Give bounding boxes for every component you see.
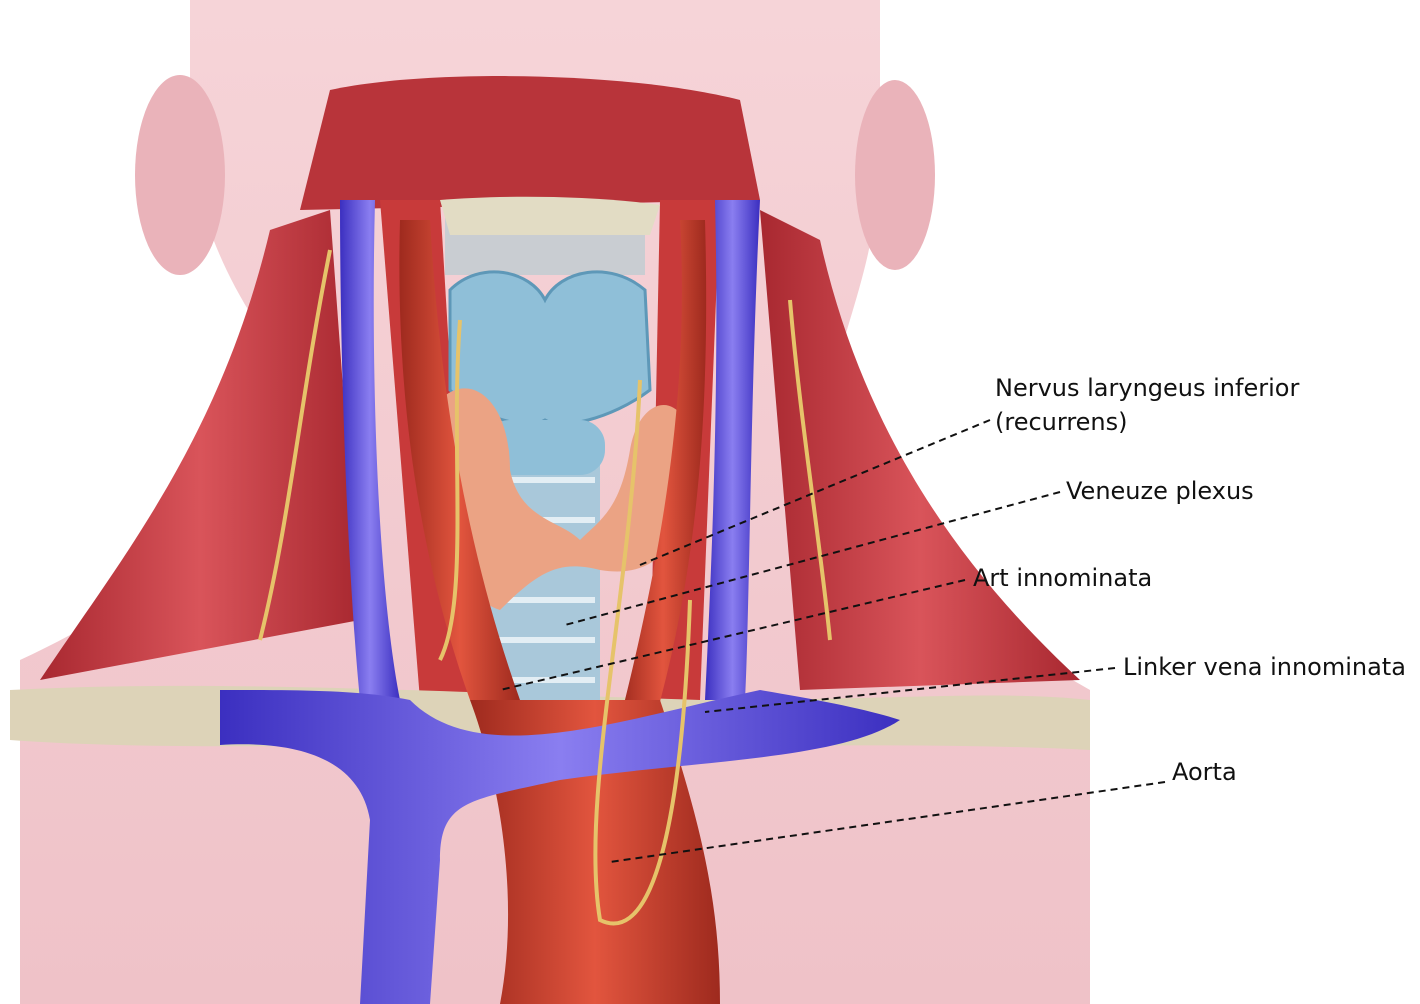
leader-lines: [499, 419, 1166, 863]
veins: [220, 200, 900, 1004]
label-art-innominata: Art innominata: [973, 564, 1153, 592]
right-ear: [855, 80, 935, 270]
thyroid: [438, 388, 690, 610]
leader-art-innominata: [499, 579, 966, 691]
label-nervus-line1: Nervus laryngeus inferior: [995, 374, 1300, 402]
label-veneuze-plexus: Veneuze plexus: [1066, 477, 1254, 505]
leader-aorta: [609, 781, 1166, 863]
leader-veneuze-plexus: [564, 491, 1061, 626]
label-aorta: Aorta: [1172, 758, 1237, 786]
leader-nervus: [639, 419, 991, 566]
label-nervus-laryngeus: Nervus laryngeus inferior (recurrens): [995, 372, 1299, 439]
label-nervus-line2: (recurrens): [995, 407, 1128, 436]
left-ear: [135, 75, 225, 275]
label-linker-vena-innominata: Linker vena innominata: [1123, 653, 1406, 681]
nerves: [258, 249, 832, 926]
leader-linker-vena: [704, 667, 1116, 713]
